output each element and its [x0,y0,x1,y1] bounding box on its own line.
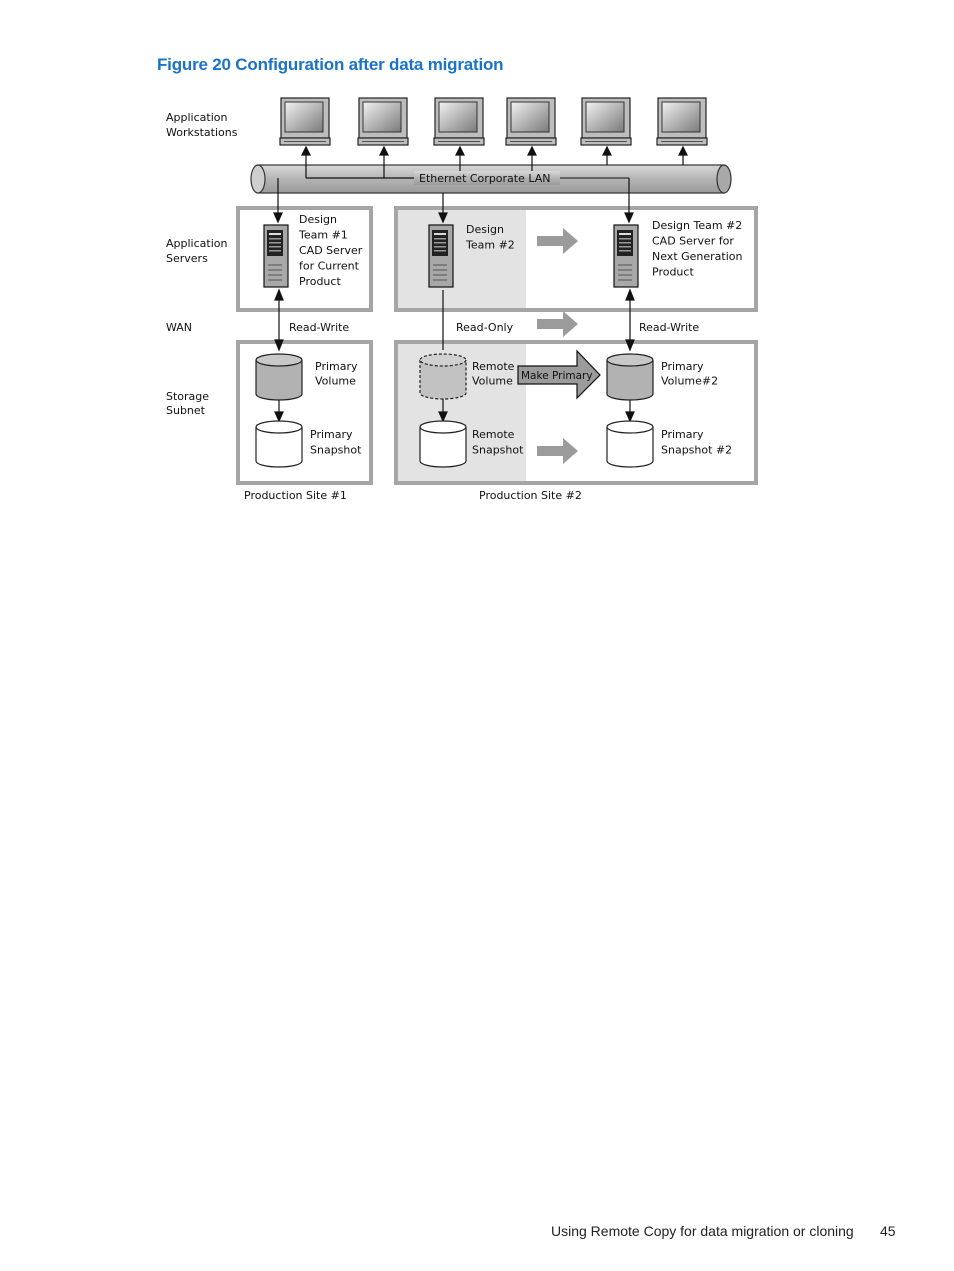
primary-snapshot-icon [255,420,303,468]
site2-label: Production Site #2 [479,489,582,502]
workstation-icon [357,97,409,146]
site2-server-label: Design Team #2 [465,223,515,252]
row-label-servers: Application Servers [166,237,231,265]
site2-wan-label-ro: Read-Only [456,321,514,334]
make-primary-arrow-icon [517,349,601,400]
figure-title: Figure 20 Configuration after data migra… [157,55,504,74]
row-label-wan: WAN [166,321,192,334]
remote-snapshot-label: Remote Snapshot [472,428,524,457]
site2-storage-box [394,340,758,485]
site2-server2-label: Design Team #2 CAD Server for Next Gener… [652,219,746,279]
footer-text: Using Remote Copy for data migration or … [551,1223,854,1239]
workstation-icon [433,97,485,146]
workstation-icon [580,97,632,146]
workstation-icon [279,97,331,146]
row-label-storage: Storage Subnet [166,390,213,417]
migration-arrow-icon [537,311,578,337]
site1-storage-box [236,340,373,485]
make-primary-label: Make Primary [521,370,593,382]
workstation-icon [656,97,708,146]
row-label-workstations: Application Workstations [166,111,238,139]
remote-snapshot-icon [419,420,467,468]
site1-label: Production Site #1 [244,489,347,502]
site2-wan-label-rw: Read-Write [639,321,699,334]
migration-arrow-icon [537,438,578,464]
primary-snapshot2-label: Primary Snapshot #2 [661,428,732,457]
primary-volume2-label: Primary Volume#2 [661,360,718,388]
site1-server-label: Design Team #1 CAD Server for Current Pr… [298,213,366,288]
primary-volume2-icon [606,353,654,401]
site1-primary-snapshot-label: Primary Snapshot [310,428,362,457]
site2-server-box [394,206,758,312]
page-number: 45 [880,1223,896,1239]
primary-volume-icon [255,353,303,401]
workstation-icon [505,97,557,146]
migration-diagram: Ethernet Corporate LAN [163,88,761,514]
server-icon [428,224,454,288]
server-icon [613,224,639,288]
site1-server-box [236,206,373,312]
primary-snapshot2-icon [606,420,654,468]
site1-wan-label: Read-Write [289,321,349,334]
server-icon [263,224,289,288]
site1-primary-volume-label: Primary Volume [315,360,361,388]
migration-arrow-icon [537,228,578,254]
remote-volume-label: Remote Volume [472,360,518,388]
lan-label: Ethernet Corporate LAN [419,172,551,185]
remote-volume-icon [419,353,467,400]
